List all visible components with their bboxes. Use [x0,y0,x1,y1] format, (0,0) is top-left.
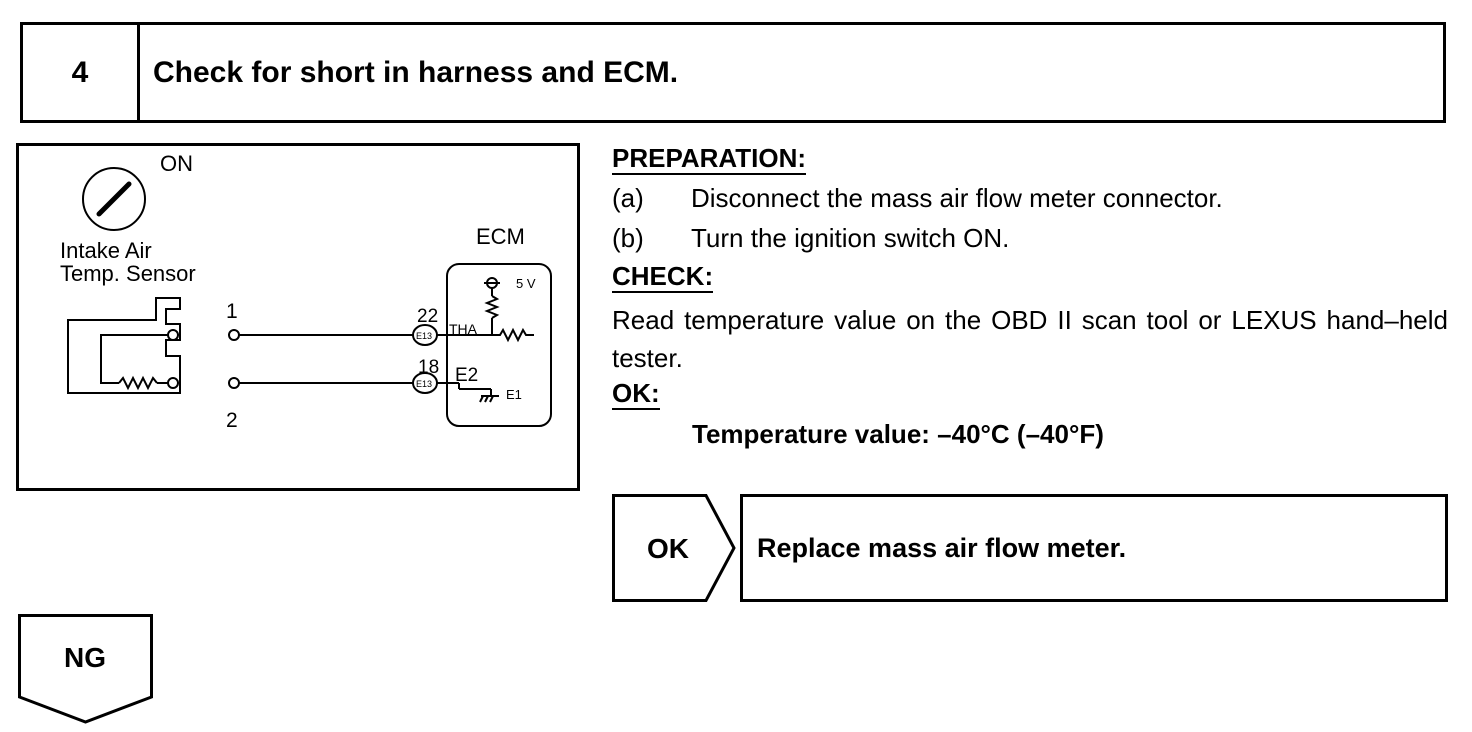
ignition-switch-icon [82,167,146,231]
signal-e1-label: E1 [506,387,522,402]
preparation-item: (b) Turn the ignition switch ON. [612,225,1009,251]
terminal-22-label: 22 [417,306,438,327]
step-number: 4 [23,25,140,120]
check-heading: CHECK: [612,261,714,293]
ok-arrow-icon [612,494,736,602]
step-header: 4 Check for short in harness and ECM. [20,22,1446,123]
ok-spec: Temperature value: –40°C (–40°F) [692,419,1104,449]
ok-label: OK [647,533,689,564]
check-text: Read temperature value on the OBD II sca… [612,305,1448,373]
terminal-18-label: 18 [418,357,439,378]
preparation-item-tag: (b) [612,223,644,253]
ng-arrow-icon [18,614,153,724]
preparation-item-text: Turn the ignition switch ON. [691,223,1010,253]
pin-1-terminal [228,329,240,341]
connector-top-label: E13 [416,331,432,341]
ecm-label: ECM [476,224,525,249]
wiring-diagram-svg: ON Intake Air Temp. Sensor ECM 1 2 22 18… [60,151,552,432]
ok-heading: OK: [612,378,660,410]
sensor-label-line1: Intake Air [60,238,152,263]
pin-1-label: 1 [226,300,238,323]
pin-2-label: 2 [226,409,238,432]
ignition-label: ON [160,151,193,176]
ng-label: NG [64,642,106,673]
sensor-label-line2: Temp. Sensor [60,261,196,286]
wiring-diagram: ON Intake Air Temp. Sensor ECM 1 2 22 18… [16,143,580,491]
preparation-item: (a) Disconnect the mass air flow meter c… [612,185,1223,211]
preparation-item-text: Disconnect the mass air flow meter conne… [691,183,1223,213]
preparation-heading: PREPARATION: [612,143,807,175]
connector-bottom-label: E13 [416,379,432,389]
thermistor-icon [118,375,158,391]
pin-2-terminal [228,377,240,389]
supply-label: 5 V [516,276,536,291]
signal-e2-label: E2 [455,365,478,386]
ecm-box [446,263,552,427]
signal-tha-label: THA [449,321,478,337]
ok-action: Replace mass air flow meter. [740,494,1448,602]
step-title: Check for short in harness and ECM. [153,55,679,89]
sensor-connector [67,297,181,394]
preparation-item-tag: (a) [612,183,644,213]
